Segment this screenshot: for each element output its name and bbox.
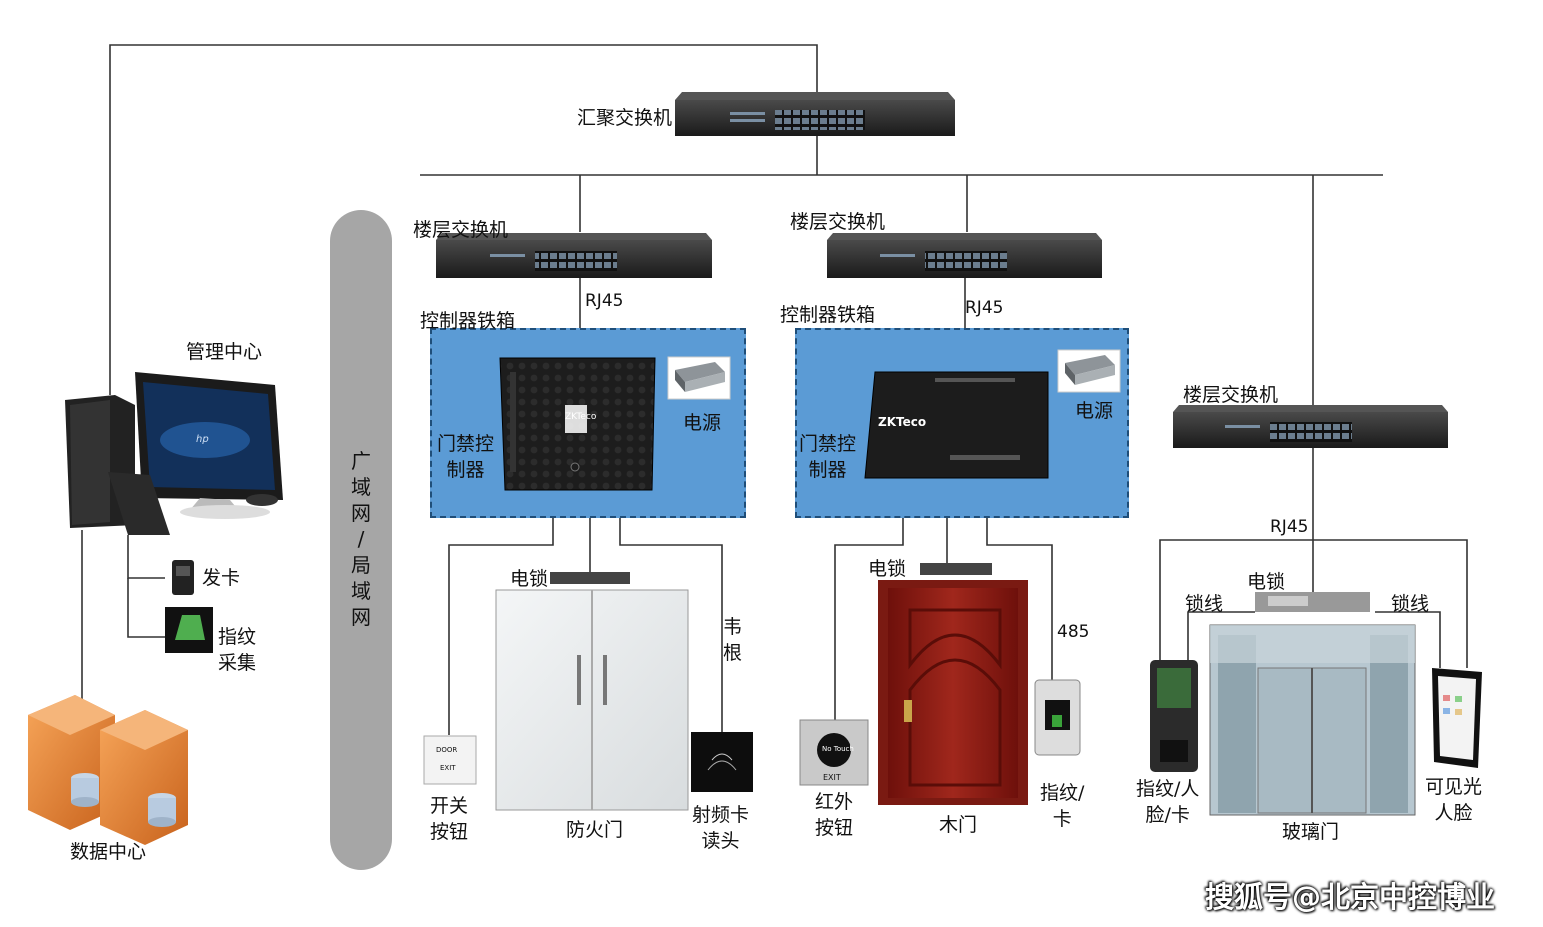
wood-door <box>878 563 1028 805</box>
floor-switch-2 <box>827 233 1102 278</box>
controller-2-label-line2: 制器 <box>808 459 847 481</box>
floor-switch-2-label: 楼层交换机 <box>790 211 886 233</box>
fingerprint-collect-label: 指纹 采集 <box>218 624 256 676</box>
wiegand-line1: 韦 <box>723 616 743 638</box>
exit-button-label: 开关 按钮 <box>430 793 468 845</box>
door-sign-top: DOOR <box>436 746 458 754</box>
data-center-label: 数据中心 <box>70 841 147 863</box>
controller-2-label: 门禁控 制器 <box>799 431 856 483</box>
ir-button-label: 红外 按钮 <box>815 789 853 841</box>
controller-2-label-line1: 门禁控 <box>799 433 857 455</box>
fp-card-label: 指纹/ 卡 <box>1040 780 1084 832</box>
visible-face-label: 可见光 人脸 <box>1425 774 1482 826</box>
rf-reader-line1: 射频卡 <box>692 804 750 826</box>
lock-wire-1-label: 锁线 <box>1185 593 1224 615</box>
visible-face-line1: 可见光 <box>1425 776 1483 798</box>
face-fingerprint-terminal <box>1150 660 1198 772</box>
power-2-label: 电源 <box>1075 400 1114 422</box>
cabinet-2-label: 控制器铁箱 <box>780 304 876 326</box>
rj45-label-2: RJ45 <box>965 298 1004 318</box>
fingerprint-enroller <box>165 607 213 653</box>
rj45-label-3: RJ45 <box>1270 517 1309 537</box>
fp-collect-line2: 采集 <box>218 652 257 674</box>
ir-button-line2: 按钮 <box>815 817 854 839</box>
wiegand-label: 韦 根 <box>723 614 742 666</box>
wan-char: 域 <box>351 579 371 603</box>
database-servers <box>28 695 188 845</box>
ir-exit-button-device <box>799 719 869 786</box>
wan-char: 广 <box>351 449 371 473</box>
hp-logo: hp <box>196 434 209 445</box>
fp-face-label: 指纹/人 脸/卡 <box>1136 776 1199 828</box>
power-supply-2 <box>1057 349 1121 393</box>
controller-1-label-line1: 门禁控 <box>437 433 495 455</box>
wan-char: / <box>357 527 365 551</box>
rf-reader-label: 射频卡 读头 <box>692 802 749 854</box>
issue-card-label: 发卡 <box>202 567 241 589</box>
wan-lan-bar <box>330 210 392 870</box>
wan-char: 网 <box>351 501 371 525</box>
exit-button-line2: 按钮 <box>430 821 469 843</box>
lock-wire-2-label: 锁线 <box>1391 593 1430 615</box>
controller-2-brand: ZKTeco <box>878 415 927 429</box>
rj45-label-1: RJ45 <box>585 291 624 311</box>
wan-lan-label: 广 域 网 / 局 域 网 <box>345 448 377 630</box>
wiegand-line2: 根 <box>723 642 743 664</box>
door-sign-bottom: EXIT <box>440 764 456 772</box>
wan-char: 局 <box>351 553 371 577</box>
controller-1-brand: ZKTeco <box>565 412 597 422</box>
controller-1-label-line2: 制器 <box>446 459 485 481</box>
ir-sign-top: No Touch <box>822 745 854 753</box>
lock-2-label: 电锁 <box>868 558 907 580</box>
rf-reader-line2: 读头 <box>701 830 740 852</box>
exit-button-device <box>423 735 477 785</box>
glass-door <box>1209 592 1416 816</box>
lock-1-label: 电锁 <box>510 568 549 590</box>
wood-door-label: 木门 <box>939 814 978 836</box>
cabinet-1-label: 控制器铁箱 <box>420 310 516 332</box>
floor-switch-3-label: 楼层交换机 <box>1183 384 1279 406</box>
controller-1-label: 门禁控 制器 <box>437 431 494 483</box>
fp-collect-line1: 指纹 <box>218 626 257 648</box>
rs485-label: 485 <box>1057 622 1090 642</box>
exit-button-line1: 开关 <box>430 795 469 817</box>
floor-switch-1 <box>436 233 712 278</box>
fp-card-line1: 指纹/ <box>1040 782 1085 804</box>
management-pc <box>65 372 283 535</box>
wan-char: 域 <box>351 475 371 499</box>
mgmt-center-label: 管理中心 <box>186 341 263 363</box>
floor-switch-3 <box>1173 405 1448 448</box>
fingerprint-card-reader <box>1034 679 1081 756</box>
fire-door-label: 防火门 <box>566 819 624 841</box>
ir-sign-bottom: EXIT <box>823 773 841 782</box>
watermark: 搜狐号@北京中控博业 <box>1205 880 1496 914</box>
core-switch <box>675 92 955 136</box>
floor-switch-1-label: 楼层交换机 <box>413 219 509 241</box>
fp-card-line2: 卡 <box>1052 808 1072 830</box>
access-controller-1 <box>499 357 656 491</box>
power-supply-1 <box>667 356 731 400</box>
rf-card-reader <box>691 732 753 792</box>
glass-door-label: 玻璃门 <box>1282 821 1340 843</box>
fp-face-line2: 脸/卡 <box>1145 804 1190 826</box>
access-controller-2 <box>864 371 1049 479</box>
wan-char: 网 <box>351 605 371 629</box>
card-issuer-device <box>172 560 194 595</box>
visible-face-line2: 人脸 <box>1434 802 1473 824</box>
power-1-label: 电源 <box>683 412 722 434</box>
visible-light-face-terminal <box>1432 668 1482 768</box>
core-switch-label: 汇聚交换机 <box>577 107 673 129</box>
lock-3-label: 电锁 <box>1247 571 1286 593</box>
fp-face-line1: 指纹/人 <box>1136 778 1200 800</box>
ir-button-line1: 红外 <box>815 791 854 813</box>
fire-door <box>495 572 689 811</box>
